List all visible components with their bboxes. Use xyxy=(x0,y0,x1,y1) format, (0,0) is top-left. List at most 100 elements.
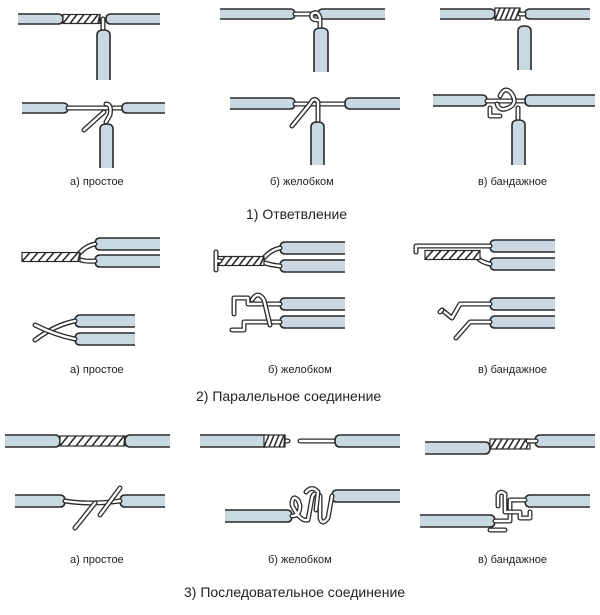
caption-3b: б) желобком xyxy=(268,554,332,566)
cable-outline xyxy=(124,434,170,448)
twist-turn xyxy=(21,251,31,263)
caption-1c: в) бандажное xyxy=(478,176,548,188)
twist-turn xyxy=(263,434,270,448)
twist-turn xyxy=(513,438,521,450)
caption-3a: а) простое xyxy=(70,554,124,566)
bare-wire xyxy=(440,302,492,320)
insulated-cable xyxy=(280,260,345,272)
insulated-cable xyxy=(525,9,590,19)
insulated-cable xyxy=(75,333,135,345)
twist-turn xyxy=(83,435,93,447)
insulated-cable xyxy=(22,103,68,113)
bare-wire xyxy=(304,487,320,512)
caption-1a: а) простое xyxy=(70,176,124,188)
insulated-cable xyxy=(311,122,324,165)
cable-outline xyxy=(121,102,165,114)
twist-turn xyxy=(259,256,265,266)
cable-outline xyxy=(99,123,114,168)
twist-turn xyxy=(519,438,527,450)
insulated-cable xyxy=(440,9,495,19)
bare-wire xyxy=(488,106,502,118)
twist-turn xyxy=(509,7,516,21)
twist-turn xyxy=(90,14,99,24)
insulated-cable xyxy=(220,9,295,19)
insulated-cable xyxy=(490,316,555,328)
twist-turn xyxy=(245,256,254,266)
cable-outline xyxy=(344,97,400,110)
caption-3c: в) бандажное xyxy=(478,554,548,566)
bare-wire xyxy=(438,308,444,314)
twist-turn xyxy=(59,435,69,447)
insulated-cable xyxy=(512,120,525,165)
cable-outline xyxy=(105,13,160,25)
section-title-3: 3) Последовательное соединение xyxy=(184,584,406,600)
insulated-cable xyxy=(490,240,555,252)
caption-1b: б) желобком xyxy=(270,176,334,188)
insulated-cable xyxy=(97,30,110,80)
insulated-cable xyxy=(420,515,495,527)
bare-wire xyxy=(214,250,222,272)
twist-turn xyxy=(77,252,81,262)
bare-wire xyxy=(250,293,272,327)
insulated-cable xyxy=(280,316,345,328)
caption-2c: в) бандажное xyxy=(478,364,548,376)
caption-2b: б) желобком xyxy=(268,364,332,376)
twist-turn xyxy=(231,256,240,266)
cable-outline xyxy=(334,434,400,448)
twist-turn xyxy=(83,14,92,24)
twist-turn xyxy=(252,256,261,266)
section-title-1: 1) Ответвление xyxy=(246,206,348,222)
twist-turn xyxy=(495,438,503,450)
twist-turn xyxy=(238,256,247,266)
twist-turn xyxy=(45,251,55,263)
twist-turn xyxy=(67,435,77,447)
insulated-cable xyxy=(525,495,590,507)
bare-wire xyxy=(63,499,122,505)
cable-outline xyxy=(524,94,595,107)
bare-wire xyxy=(230,320,282,332)
twist-turn xyxy=(91,435,101,447)
twist-turn xyxy=(448,249,458,261)
twist-turn xyxy=(69,14,78,24)
bare-wire xyxy=(310,11,322,32)
insulated-cable xyxy=(425,442,490,454)
twist-turn xyxy=(268,434,275,448)
insulated-cable xyxy=(535,435,595,447)
twist-turn xyxy=(97,14,101,24)
insulated-cable xyxy=(200,435,270,447)
insulated-cable xyxy=(433,95,487,106)
insulated-cable xyxy=(122,103,165,113)
insulated-cable xyxy=(106,14,160,24)
cable-outline xyxy=(517,25,532,70)
cable-outline xyxy=(310,121,325,165)
insulated-cable xyxy=(125,435,170,447)
bare-wire xyxy=(495,88,516,111)
cable-outline xyxy=(313,27,329,72)
insulated-cable xyxy=(314,28,328,72)
cable-outline xyxy=(511,119,526,165)
bare-wire-outline xyxy=(231,295,283,317)
insulated-cable xyxy=(230,98,295,109)
insulated-cable xyxy=(280,242,345,254)
bare-wire xyxy=(454,320,492,340)
twist-turn xyxy=(99,435,109,447)
insulated-cable xyxy=(5,435,60,447)
insulated-cable xyxy=(225,510,292,522)
twist-turn xyxy=(440,249,450,261)
bare-wire xyxy=(232,296,282,316)
section-title-2: 2) Паралельное соединение xyxy=(196,388,382,404)
bare-wire xyxy=(73,501,97,530)
twist-turn xyxy=(224,256,233,266)
twist-turn xyxy=(501,438,509,450)
insulated-cable xyxy=(490,258,555,270)
insulated-cable xyxy=(280,298,345,310)
insulated-cable xyxy=(332,490,400,502)
twist-turn xyxy=(76,14,85,24)
twist-turn xyxy=(424,249,434,261)
insulated-cable xyxy=(15,495,65,507)
twist-turn xyxy=(489,438,497,450)
twist-turn xyxy=(472,250,481,260)
bare-wire-outline xyxy=(453,319,493,341)
twist-turn xyxy=(37,251,47,263)
twist-turn xyxy=(494,7,501,21)
